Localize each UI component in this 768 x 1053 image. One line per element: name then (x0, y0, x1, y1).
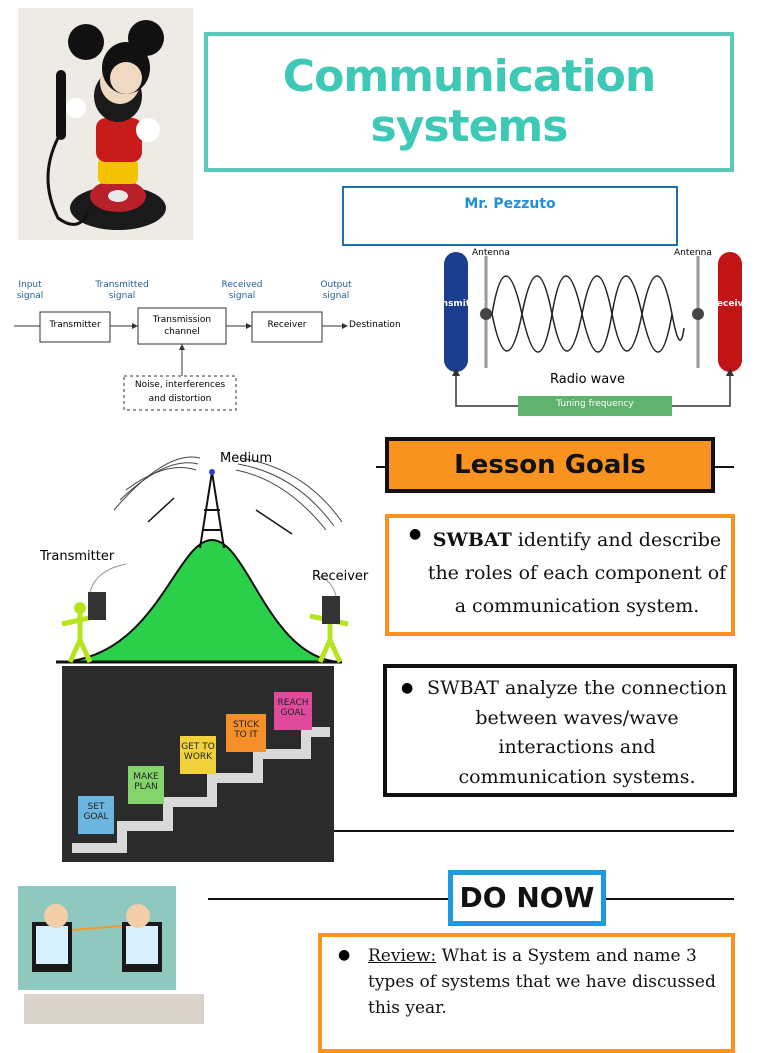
goals-divider-left (376, 466, 386, 468)
receiver-block: Receiver (267, 320, 307, 330)
antenna-left-label: Antenna (472, 248, 510, 258)
goal2-line4: communication systems. (458, 765, 696, 788)
transmitter-block: Transmitter (49, 320, 101, 330)
channel-block: Transmission channel (152, 315, 212, 337)
page-title-line1: Communication (282, 51, 656, 102)
medium-svg (56, 456, 349, 664)
do-now-title: DO NOW (459, 881, 595, 914)
mickey-phone-photo (18, 8, 193, 240)
do-now-header: DO NOW (448, 870, 606, 926)
title-box: Communication systems (204, 32, 734, 172)
noise-block: Noise, interferences and distortion (134, 380, 226, 404)
second-photo (24, 994, 204, 1024)
sticky-note-set-goal: SET GOAL (78, 796, 114, 834)
author-name: Mr. Pezzuto (464, 196, 556, 212)
sticky-note-stick-to-it: STICK TO IT (226, 714, 266, 752)
bullet-icon: ● (401, 680, 414, 696)
goal-box-1: ● SWBAT identify and describe the roles … (385, 514, 735, 636)
goal1-rest: identify and describe (511, 529, 722, 551)
donow-divider-left (208, 898, 450, 900)
goal2-line2: between waves/wave (475, 706, 679, 729)
review-line1: Review: What is a System and name 3 (368, 943, 721, 969)
medium-receiver-label: Receiver (312, 569, 369, 584)
destination-label: Destination (349, 320, 401, 330)
sticky-note-reach-goal: REACH GOAL (274, 692, 312, 730)
review-box: ● Review: What is a System and name 3 ty… (318, 933, 735, 1053)
author-box: Mr. Pezzuto (342, 186, 678, 246)
input-signal-label: Input signal (16, 280, 44, 301)
review-line2: types of systems that we have discussed (368, 972, 716, 992)
bullet-icon: ● (409, 526, 422, 542)
sticky-note-get-to-work: GET TO WORK (180, 736, 216, 774)
block-diagram-svg (14, 307, 348, 411)
donow-divider-right (604, 898, 734, 900)
medium-transmitter-label: Transmitter (40, 549, 115, 564)
lesson-goals-title: Lesson Goals (454, 450, 646, 480)
radio-wave-svg (444, 252, 742, 416)
tuning-frequency-label: Tuning frequency (556, 399, 634, 409)
goal-box-2: ● SWBAT analyze the connection between w… (383, 664, 737, 797)
bullet-icon: ● (338, 947, 351, 963)
radio-wave-diagram: Antenna Antenna Transmitter Receiver Rad… (422, 248, 758, 420)
radio-transmitter-label: Transmitter (426, 299, 486, 309)
received-signal-label: Received signal (221, 280, 263, 301)
review-line3: this year. (368, 998, 447, 1018)
people-talking-image (18, 886, 176, 990)
goal2-line1: SWBAT analyze the connection (427, 677, 727, 699)
output-signal-label: Output signal (320, 280, 352, 301)
medium-diagram: Medium Transmitter Receiver (36, 440, 372, 666)
review-question: What is a System and name 3 (436, 946, 697, 966)
radio-wave-label: Radio wave (550, 372, 625, 387)
communication-block-diagram: Input signal Transmitted signal Received… (6, 276, 416, 416)
goal1-line2: the roles of each component of (427, 562, 727, 584)
antenna-right-label: Antenna (674, 248, 712, 258)
page-title-line2: systems (370, 101, 569, 152)
goals-divider-right (714, 466, 734, 468)
goal2-line3: interactions and (498, 736, 656, 758)
medium-label: Medium (220, 451, 272, 466)
lesson-goals-header: Lesson Goals (385, 437, 715, 493)
transmitted-signal-label: Transmitted signal (95, 280, 149, 301)
goal-stairs-image: SET GOAL MAKE PLAN GET TO WORK STICK TO … (62, 666, 334, 862)
section-divider (334, 830, 734, 832)
goal1-bold: SWBAT (432, 529, 512, 551)
sticky-note-make-plan: MAKE PLAN (128, 766, 164, 804)
mickey-phone-illustration (18, 8, 193, 240)
review-label: Review: (368, 946, 437, 966)
people-talking-svg (32, 904, 162, 972)
goal1-line1: SWBAT identify and describe (389, 524, 731, 557)
radio-receiver-label: Receiver (710, 299, 754, 309)
goal1-line3: a communication system. (454, 595, 700, 617)
